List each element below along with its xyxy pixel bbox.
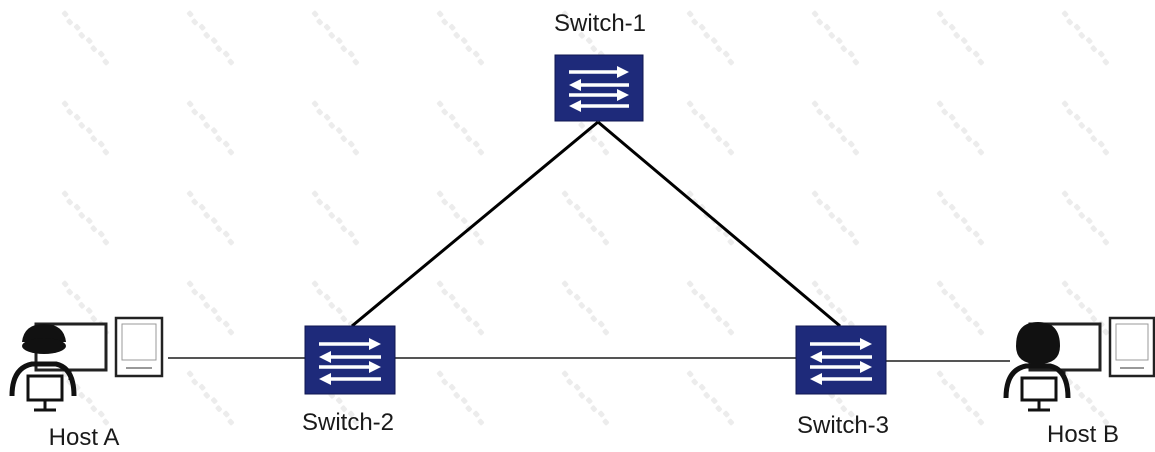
host-a-label: Host A — [48, 424, 120, 451]
link-switch1-switch2 — [351, 120, 599, 328]
link-switch1-switch3 — [597, 120, 841, 328]
switch-1-label: Switch-1 — [553, 10, 647, 37]
switch-3-icon[interactable] — [795, 325, 887, 395]
switch-2-label: Switch-2 — [301, 409, 395, 436]
switch-2-icon[interactable] — [304, 325, 396, 395]
switch-3-label: Switch-3 — [796, 412, 890, 439]
host-b-icon[interactable] — [1003, 316, 1155, 412]
host-a-icon[interactable] — [9, 316, 164, 412]
switch-1-icon[interactable] — [554, 54, 644, 122]
host-b-label: Host B — [1046, 421, 1120, 448]
